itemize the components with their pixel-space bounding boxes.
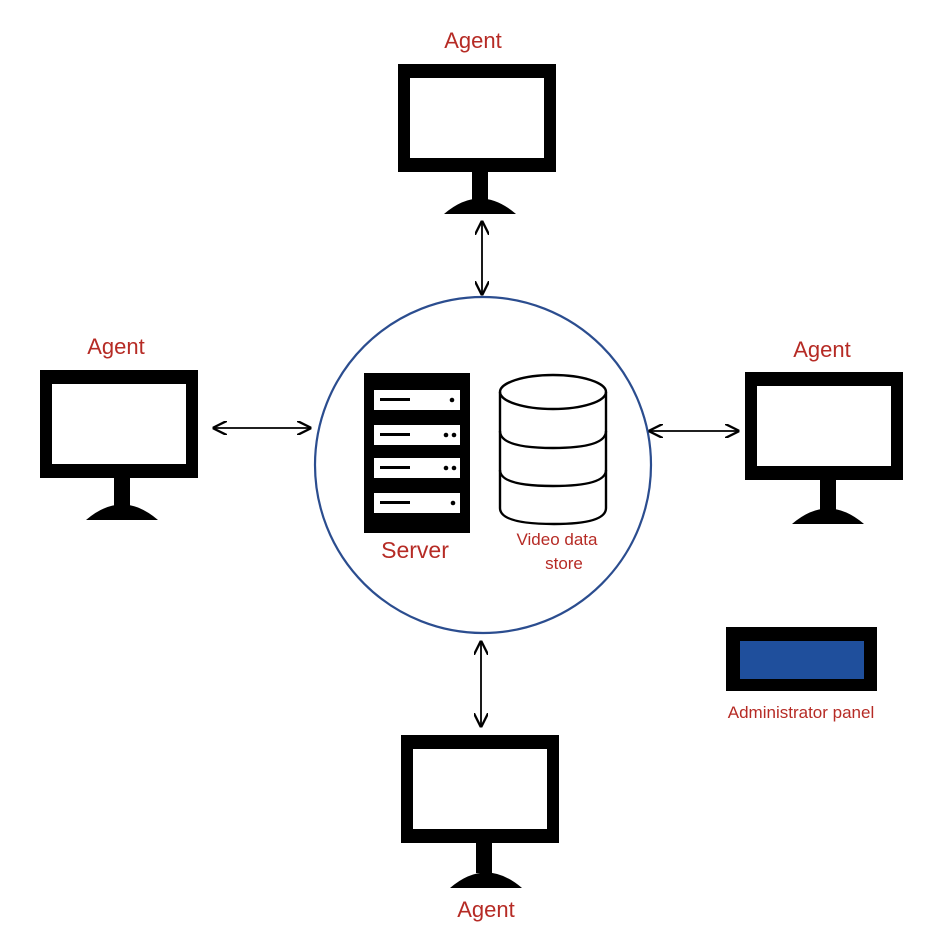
monitor-icon bbox=[745, 372, 903, 524]
agent-bottom: Agent bbox=[401, 735, 559, 922]
agent-left: Agent bbox=[40, 334, 198, 520]
monitor-icon bbox=[398, 64, 556, 214]
admin-panel-screen bbox=[740, 641, 864, 679]
server-rack-icon bbox=[364, 373, 470, 533]
server-label: Server bbox=[381, 537, 449, 563]
admin-panel-label: Administrator panel bbox=[728, 703, 874, 722]
agent-top: Agent bbox=[398, 28, 556, 214]
agent-right-label: Agent bbox=[793, 337, 851, 362]
agent-left-label: Agent bbox=[87, 334, 145, 359]
monitor-icon bbox=[401, 735, 559, 888]
database-icon bbox=[498, 373, 608, 526]
monitor-icon bbox=[40, 370, 198, 520]
agent-top-label: Agent bbox=[444, 28, 502, 53]
agent-bottom-label: Agent bbox=[457, 897, 515, 922]
central-circle bbox=[313, 295, 653, 635]
store-label-line1: Video data bbox=[517, 530, 599, 549]
admin-panel: Administrator panel bbox=[726, 627, 877, 722]
agent-right: Agent bbox=[745, 337, 903, 524]
store-label-line2: store bbox=[545, 554, 583, 573]
